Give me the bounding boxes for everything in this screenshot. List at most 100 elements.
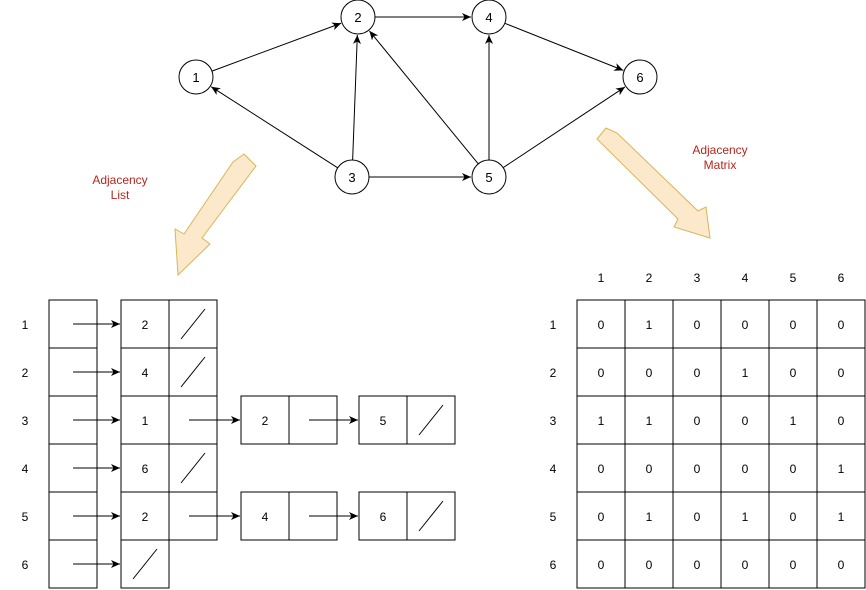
graph-node-5: 5 (471, 159, 507, 195)
matrix-cell-value: 0 (598, 462, 605, 476)
matrix-cell-5-3: 0 (672, 491, 722, 541)
matrix-col-header: 2 (646, 271, 653, 285)
graph-node-3: 3 (334, 159, 370, 195)
adj-list-row-label: 3 (22, 414, 29, 428)
matrix-cell-box (672, 443, 722, 493)
matrix-cell-value: 0 (598, 558, 605, 572)
matrix-cell-1-6: 0 (816, 299, 866, 349)
graph-node-label: 6 (636, 70, 643, 85)
matrix-cell-3-3: 0 (672, 395, 722, 445)
adj-list-value: 5 (380, 414, 387, 428)
adj-list-node: 2 (120, 299, 218, 349)
graph-node-label: 4 (485, 10, 492, 25)
matrix-cell-value: 1 (598, 414, 605, 428)
matrix-cell-value: 0 (790, 366, 797, 380)
adj-list-value: 4 (262, 510, 269, 524)
matrix-cell-value: 0 (598, 510, 605, 524)
matrix-cell-value: 0 (838, 558, 845, 572)
graph-node-1: 1 (178, 59, 214, 95)
matrix-cell-value: 0 (646, 462, 653, 476)
matrix-cell-value: 0 (694, 318, 701, 332)
matrix-cell-2-3: 0 (672, 347, 722, 397)
matrix-cell-3-5: 1 (768, 395, 818, 445)
matrix-cell-1-4: 0 (720, 299, 770, 349)
matrix-cell-5-6: 1 (816, 491, 866, 541)
matrix-cell-box (576, 347, 626, 397)
adj-list-row-5: 5 2 4 6 (22, 491, 456, 541)
matrix-cell-box (816, 347, 866, 397)
matrix-cell-box (768, 395, 818, 445)
matrix-cell-value: 1 (838, 510, 845, 524)
matrix-cell-value: 0 (790, 318, 797, 332)
matrix-cell-box (672, 491, 722, 541)
graph-edge-3-2 (352, 34, 361, 161)
matrix-cell-2-1: 0 (576, 347, 626, 397)
adj-list-row-label: 4 (22, 462, 29, 476)
graph-node-label: 2 (354, 10, 361, 25)
adj-list-value-cell (240, 395, 290, 445)
matrix-row-header: 1 (550, 318, 557, 332)
matrix-row-header: 3 (550, 414, 557, 428)
adj-list-value-cell (120, 347, 170, 397)
adj-list-null-slash (180, 356, 206, 388)
matrix-cell-box (768, 443, 818, 493)
matrix-cell-value: 0 (790, 510, 797, 524)
adj-list-row-6: 6 (22, 539, 170, 589)
adj-list-row-label: 5 (22, 510, 29, 524)
graph-node-6: 6 (622, 59, 658, 95)
matrix-cell-box (672, 539, 722, 589)
matrix-cell-value: 0 (790, 462, 797, 476)
matrix-cell-2-6: 0 (816, 347, 866, 397)
matrix-cell-box (576, 299, 626, 349)
matrix-cell-6-2: 0 (624, 539, 674, 589)
graph-node-label: 3 (348, 170, 355, 185)
matrix-cell-1-3: 0 (672, 299, 722, 349)
matrix-cell-box (816, 443, 866, 493)
adj-list-null-slash (180, 308, 206, 340)
adj-list-null-slash (132, 548, 158, 580)
graph-edge-5-2 (369, 30, 479, 165)
matrix-cell-box (624, 347, 674, 397)
adj-list-null-slash (418, 404, 444, 436)
adjacency-list-label-line1: Adjacency (92, 173, 147, 187)
matrix-cell-2-4: 1 (720, 347, 770, 397)
adjacency-matrix-big-arrow (596, 127, 711, 239)
matrix-cell-box (576, 443, 626, 493)
matrix-cell-2-2: 0 (624, 347, 674, 397)
matrix-cell-box (624, 443, 674, 493)
adj-list-row-label: 1 (22, 318, 29, 332)
matrix-row-header: 5 (550, 510, 557, 524)
matrix-cell-5-2: 1 (624, 491, 674, 541)
matrix-cell-value: 0 (598, 366, 605, 380)
matrix-cell-3-4: 0 (720, 395, 770, 445)
adjacency-list-big-arrow (174, 153, 257, 277)
adj-list-value: 2 (142, 318, 149, 332)
matrix-cell-value: 0 (694, 558, 701, 572)
matrix-cell-value: 1 (838, 462, 845, 476)
graph-node-2: 2 (340, 0, 376, 35)
matrix-cell-4-6: 1 (816, 443, 866, 493)
matrix-cell-box (816, 491, 866, 541)
matrix-cell-value: 1 (646, 318, 653, 332)
adj-list-value-cell (120, 443, 170, 493)
adj-list-value-cell (120, 299, 170, 349)
adj-list-value: 6 (380, 510, 387, 524)
matrix-cell-value: 0 (742, 462, 749, 476)
adj-list-node: 1 (120, 395, 240, 445)
matrix-cell-value: 0 (694, 462, 701, 476)
matrix-cell-3-2: 1 (624, 395, 674, 445)
adj-list-value-cell (358, 395, 408, 445)
matrix-cell-4-1: 0 (576, 443, 626, 493)
adj-list-value-cell (240, 491, 290, 541)
matrix-cell-value: 1 (646, 510, 653, 524)
adj-list-row-label: 2 (22, 366, 29, 380)
matrix-cell-box (816, 395, 866, 445)
graph-node-circle (178, 59, 214, 95)
adj-list-value: 2 (142, 510, 149, 524)
matrix-cell-3-6: 0 (816, 395, 866, 445)
